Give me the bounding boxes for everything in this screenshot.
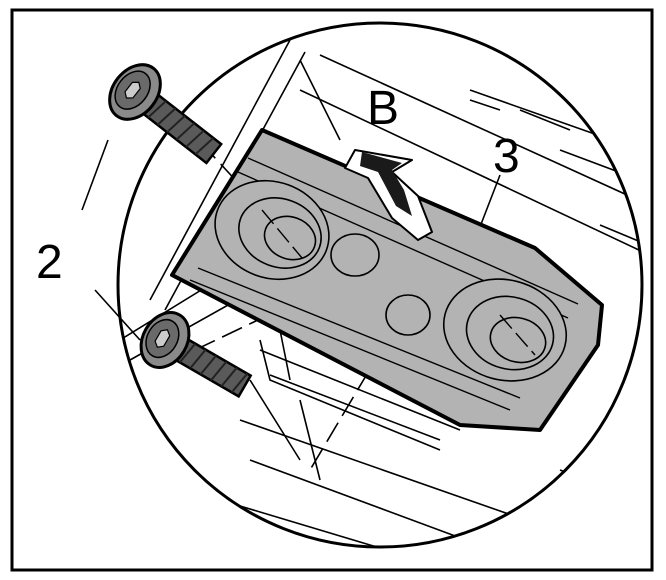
torx-screw-icon <box>139 311 253 399</box>
torx-screw-icon <box>108 63 223 165</box>
label-direction: B <box>367 82 399 135</box>
callout-leaders <box>81 139 501 341</box>
label-plate: 3 <box>493 130 520 183</box>
mounting-plate <box>170 128 604 432</box>
direction-arrow-icon <box>344 149 433 241</box>
label-screws: 2 <box>36 236 63 289</box>
